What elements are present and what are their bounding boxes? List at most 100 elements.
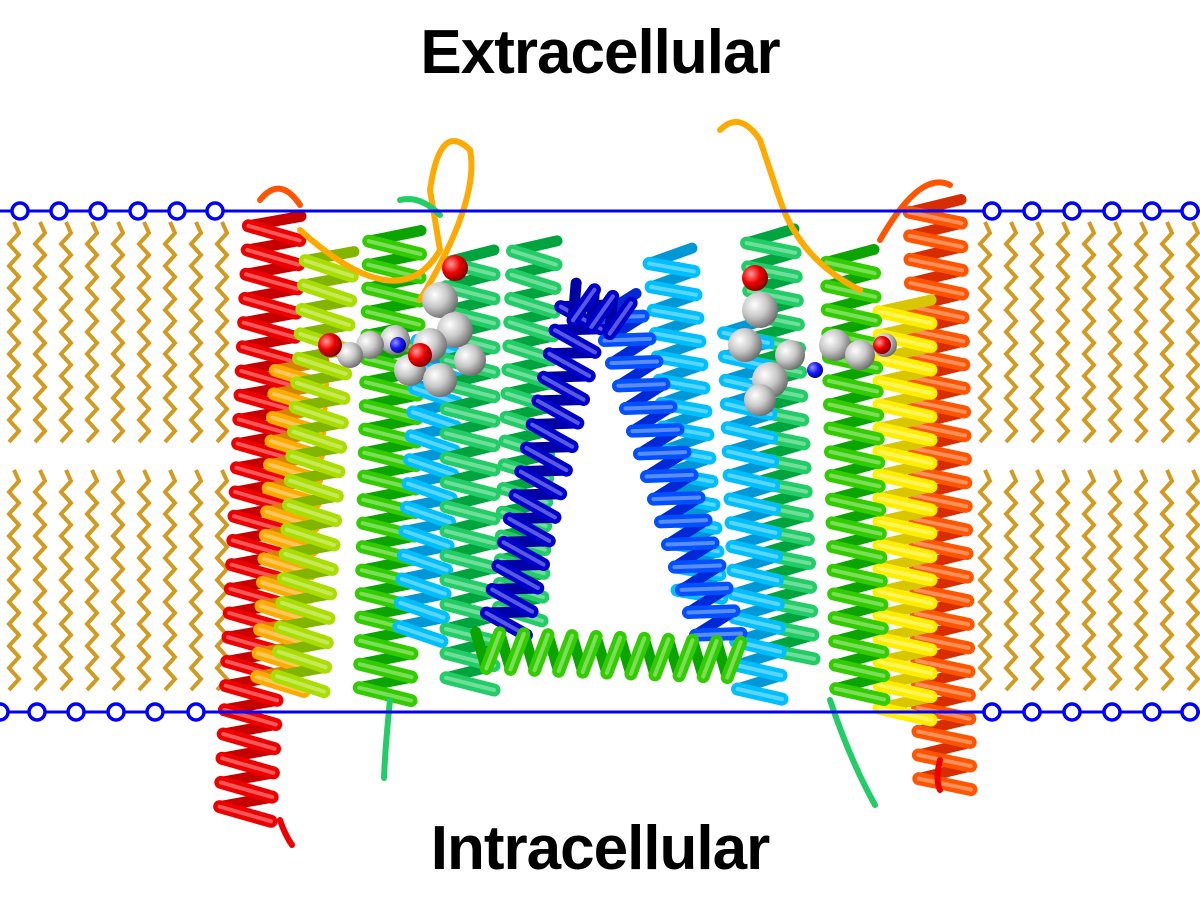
helix-back-strand (873, 294, 937, 714)
lipid-heads (0, 201, 1200, 722)
ligand-oxygen-atom (318, 333, 342, 357)
alpha-helix (470, 626, 748, 685)
lipid-tail-upper (977, 221, 993, 444)
helix-highlight (571, 287, 634, 336)
lipid-tail-upper (136, 221, 152, 444)
lipid-tail-upper (1081, 221, 1097, 444)
loop-coil (257, 185, 303, 208)
lipid-bilayer-left (6, 221, 230, 692)
alpha-helix (566, 277, 638, 341)
loop-coil (297, 138, 475, 303)
lipid-tail-lower (1029, 469, 1045, 692)
lipid-tail-lower (110, 469, 126, 692)
ligand-carbon-atom (819, 329, 851, 361)
ligand-oxygen-atom (408, 343, 432, 367)
ligand-nitrogen-atom (390, 337, 406, 353)
helix-front-strand (213, 219, 307, 828)
helix-highlight (484, 630, 743, 680)
lipid-head-bottom (1180, 702, 1200, 722)
lipid-head-bottom (0, 702, 10, 722)
loop-coil (277, 817, 295, 848)
loop-coil (827, 697, 878, 808)
helix-highlight (907, 210, 973, 792)
ligand-carbon-atom (454, 344, 486, 376)
lipid-head-bottom (145, 702, 165, 722)
lipid-tail-upper (1003, 221, 1019, 444)
lipid-tail-lower (977, 469, 993, 692)
lipid-tail-lower (1185, 469, 1200, 692)
lipid-tail-upper (6, 221, 22, 444)
helix-highlight (274, 258, 355, 694)
helix-front-strand (566, 283, 638, 341)
ligand-carbon-atom (775, 340, 805, 370)
lipid-bilayer-right (977, 221, 1200, 692)
lipid-tail-upper (214, 221, 230, 444)
ligand-carbon-atom (437, 312, 473, 348)
lipid-head-bottom (1062, 702, 1082, 722)
lipid-tail-upper (1107, 221, 1123, 444)
lipid-tail-lower (32, 469, 48, 692)
lipid-tail-upper (32, 221, 48, 444)
helix-highlight (217, 223, 302, 824)
lipid-tail-upper (1133, 221, 1149, 444)
ligand-carbon-atom (742, 292, 778, 328)
lipid-tail-lower (1055, 469, 1071, 692)
helix-back-strand (470, 626, 733, 684)
lipid-head-bottom (27, 702, 47, 722)
loop-coil (381, 697, 393, 781)
helix-front-strand (902, 205, 978, 797)
lipid-tail-upper (1029, 221, 1045, 444)
intracellular-label: Intracellular (430, 814, 770, 883)
lipid-tail-lower (188, 469, 204, 692)
lipid-head-top (49, 201, 69, 221)
lipid-tail-lower (214, 469, 230, 692)
ligand-carbon-atom (744, 384, 776, 416)
ligand-oxygen-atom (742, 265, 768, 291)
lipid-tail-lower (162, 469, 178, 692)
lipid-head-top (1022, 201, 1042, 221)
lipid-tail-lower (1133, 469, 1149, 692)
ligand-carbon-atom (422, 282, 458, 318)
protein-ribbon (213, 119, 978, 848)
ligand-spheres (318, 255, 897, 416)
lipid-head-bottom (1102, 702, 1122, 722)
loop-coil (934, 757, 943, 793)
helix-front-strand (479, 626, 748, 685)
lipid-head-top (88, 201, 108, 221)
lipid-tail-upper (162, 221, 178, 444)
lipid-head-top (205, 201, 225, 221)
helix-highlight (877, 309, 933, 722)
lipid-head-top (1180, 201, 1200, 221)
lipid-head-bottom (186, 702, 206, 722)
ligand-nitrogen-atom (807, 362, 823, 378)
lipid-head-top (10, 201, 30, 221)
ligand-carbon-atom (356, 331, 384, 359)
ligand-carbon-atom (728, 328, 762, 362)
lipid-tail-lower (1107, 469, 1123, 692)
lipid-head-top (128, 201, 148, 221)
alpha-helix (590, 288, 748, 642)
lipid-tail-lower (1159, 469, 1175, 692)
ligand-oxygen-atom (442, 255, 468, 281)
lipid-tail-lower (84, 469, 100, 692)
lipid-head-bottom (106, 702, 126, 722)
lipid-tail-lower (1081, 469, 1097, 692)
lipid-head-top (167, 201, 187, 221)
alpha-helix (872, 294, 938, 727)
lipid-tail-upper (1159, 221, 1175, 444)
loop-coil (717, 119, 863, 293)
lipid-head-top (1062, 201, 1082, 221)
ligand-oxygen-atom (873, 336, 891, 354)
lipid-tail-lower (6, 469, 22, 692)
lipid-tail-upper (84, 221, 100, 444)
lipid-tail-upper (1185, 221, 1200, 444)
ligand-carbon-atom (337, 342, 363, 368)
lipid-tail-lower (136, 469, 152, 692)
loop-coil (877, 179, 953, 243)
lipid-head-top (1142, 201, 1162, 221)
alpha-helix (270, 246, 360, 699)
lipid-tail-upper (1055, 221, 1071, 444)
lipid-tail-upper (58, 221, 74, 444)
lipid-head-top (982, 201, 1002, 221)
